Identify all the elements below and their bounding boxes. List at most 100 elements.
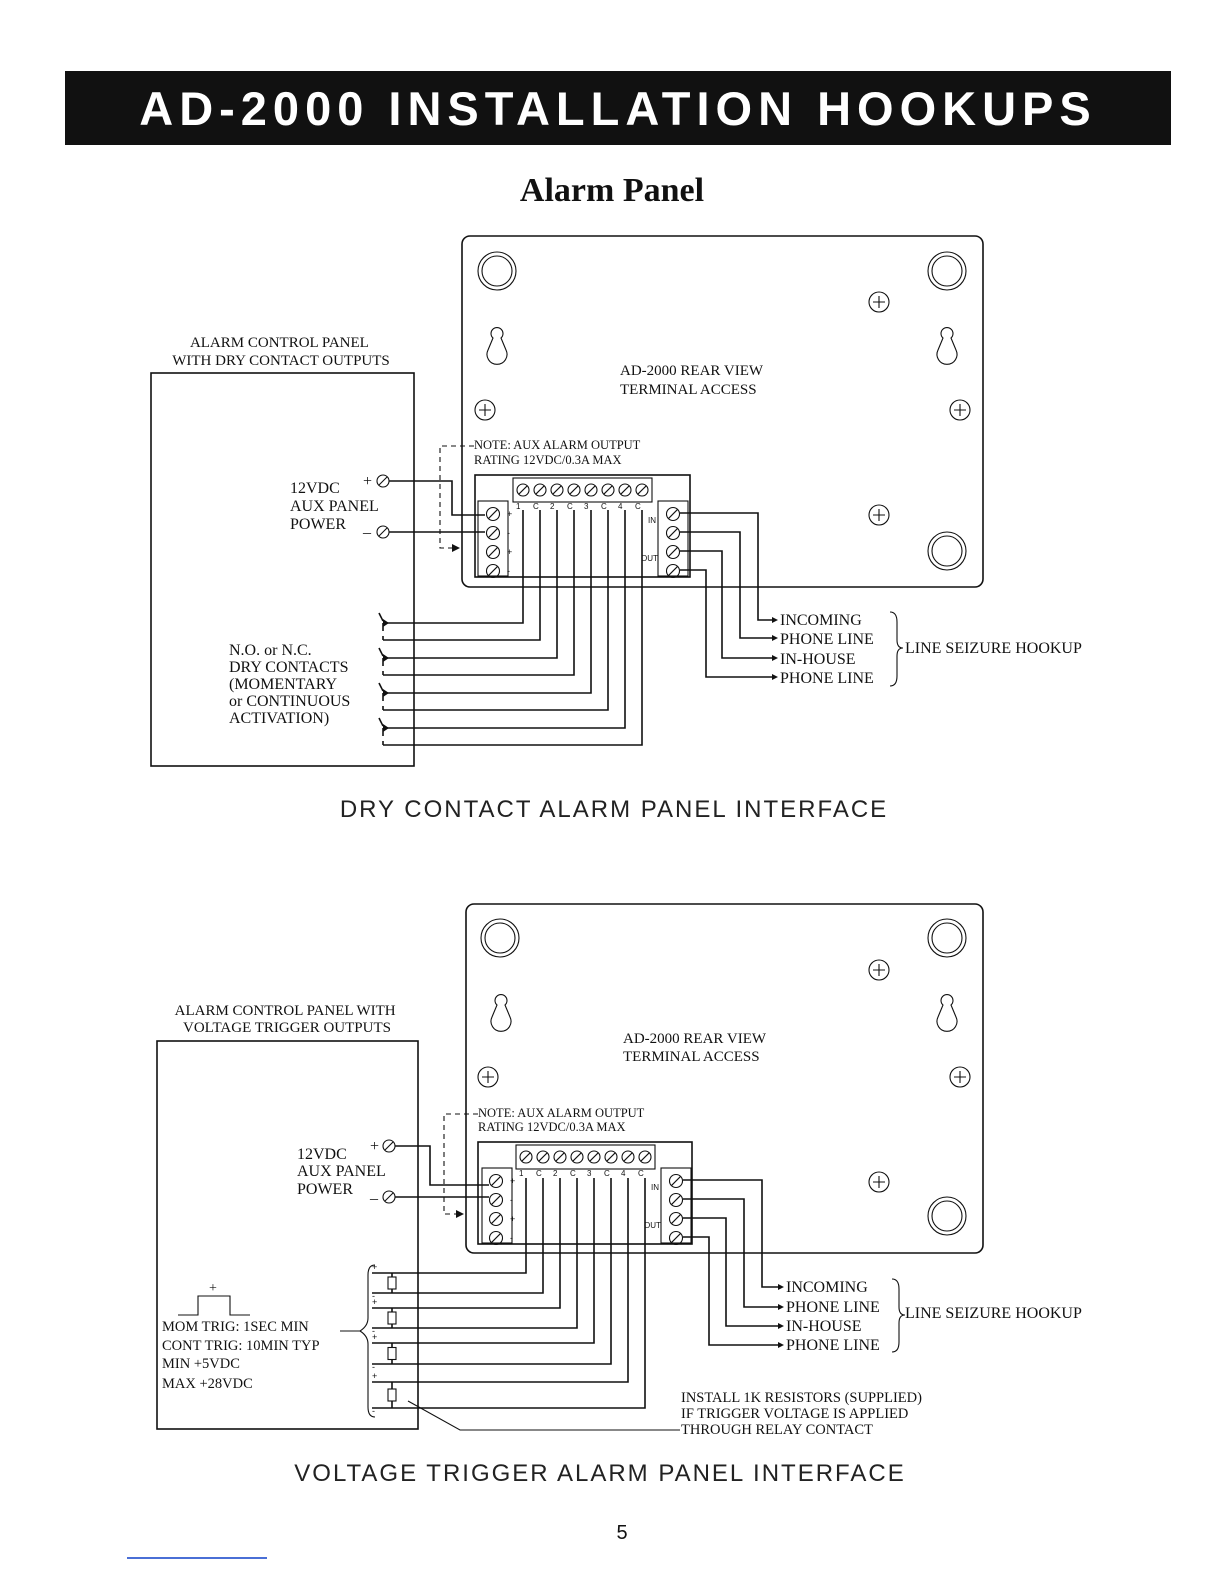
terminal-screw-icon [533, 483, 547, 497]
trigger-polarity-label: - [372, 1291, 375, 1301]
polarity-label: - [507, 528, 510, 538]
terminal-board [477, 1141, 693, 1245]
polarity-label: + [507, 509, 512, 519]
zone-terminal-label: C [570, 1169, 576, 1178]
zone-terminal-label: 3 [587, 1169, 592, 1178]
zone-wire [383, 510, 524, 624]
screw-icon [949, 399, 971, 421]
footer-rule [127, 1557, 267, 1559]
dry-contact-switch-icon [378, 612, 389, 640]
page-title-banner: AD-2000 INSTALLATION HOOKUPS [65, 71, 1171, 145]
rear-view-label: AD-2000 REAR VIEW TERMINAL ACCESS [623, 1031, 770, 1065]
terminal-screw-icon [635, 483, 649, 497]
out-label: OUT [644, 1221, 661, 1230]
zone-wire [372, 1178, 646, 1409]
zone-terminal-label: 4 [618, 502, 623, 511]
phone-line-labels: INCOMING PHONE LINE IN-HOUSE PHONE LINE [786, 1279, 884, 1354]
zone-wire [372, 1178, 527, 1274]
ad2000-housing [465, 903, 984, 1254]
zone-terminal-label: C [604, 1169, 610, 1178]
aux-output-note: NOTE: AUX ALARM OUTPUT RATING 12VDC/0.3A… [478, 1106, 647, 1134]
terminal-screw-icon [618, 483, 632, 497]
out-label: OUT [641, 554, 658, 563]
zone-wire [372, 1178, 544, 1294]
trigger-polarity-label: - [372, 1326, 375, 1336]
zone-wire [383, 510, 643, 746]
terminal-screw-icon [587, 1150, 601, 1164]
zone-wire [383, 510, 575, 676]
screw-icon [477, 1066, 499, 1088]
power-terminal-block [477, 500, 509, 577]
terminal-screw-icon [638, 1150, 652, 1164]
terminal-screw-icon [665, 506, 681, 522]
phone-wire [680, 531, 772, 639]
trigger-polarity-label: + [372, 1332, 377, 1342]
terminal-screw-icon [621, 1150, 635, 1164]
screw-icon [949, 1066, 971, 1088]
zone-wire [372, 1178, 629, 1383]
terminal-screw-icon [668, 1230, 684, 1246]
resistor-icon: +- [372, 1371, 397, 1416]
terminal-screw-icon [665, 563, 681, 579]
mounting-hole-icon [927, 251, 967, 291]
trigger-polarity-label: - [372, 1406, 375, 1416]
screw-icon [868, 1171, 890, 1193]
zone-terminal-label: C [536, 1169, 542, 1178]
page-number: 5 [616, 1522, 628, 1544]
terminal-screw-icon [488, 1173, 504, 1189]
polarity-label: - [507, 566, 510, 576]
terminal-screw-icon [519, 1150, 533, 1164]
trigger-polarity-label: - [372, 1362, 375, 1372]
screw-icon [868, 291, 890, 313]
zone-terminal-strip [515, 1144, 656, 1170]
zone-wire [372, 1178, 612, 1365]
phone-wire [683, 1236, 778, 1346]
terminal-screw-icon [536, 1150, 550, 1164]
terminal-board [474, 474, 691, 578]
phone-wire [683, 1198, 778, 1308]
keyhole-icon [936, 994, 958, 1032]
dry-contact-switch-icon [378, 717, 389, 745]
terminal-screw-icon [488, 1230, 504, 1246]
zone-wire [383, 510, 626, 729]
power-terminal-icon [376, 525, 390, 539]
polarity-label: + [507, 547, 512, 557]
control-panel-label: ALARM CONTROL PANEL WITH DRY CONTACT OUT… [172, 335, 390, 369]
dry-contact-switch-icon [378, 682, 389, 710]
trigger-polarity-label: + [372, 1371, 377, 1381]
diagram-caption: DRY CONTACT ALARM PANEL INTERFACE [340, 796, 888, 823]
zone-terminal-label: C [601, 502, 607, 511]
rear-view-label: AD-2000 REAR VIEW TERMINAL ACCESS [620, 363, 767, 398]
arrow-icon [778, 1284, 784, 1290]
arrow-icon [772, 617, 778, 623]
terminal-screw-icon [601, 483, 615, 497]
brace-icon [889, 611, 904, 687]
keyhole-icon [486, 327, 508, 365]
mounting-hole-icon [927, 531, 967, 571]
terminal-screw-icon [488, 1192, 504, 1208]
terminal-screw-icon [485, 563, 501, 579]
terminal-screw-icon [665, 525, 681, 541]
terminal-screw-icon [485, 506, 501, 522]
resistor-note: INSTALL 1K RESISTORS (SUPPLIED) IF TRIGG… [681, 1390, 926, 1438]
phone-terminal-block [657, 500, 689, 577]
zone-wire [372, 1178, 561, 1309]
arrow-icon [778, 1323, 784, 1329]
terminal-screw-icon [570, 1150, 584, 1164]
terminal-screw-icon [665, 544, 681, 560]
terminal-screw-icon [584, 483, 598, 497]
arrow-icon [772, 655, 778, 661]
plus-sign: + [370, 1138, 379, 1155]
mounting-hole-icon [927, 918, 967, 958]
note-leader [443, 1113, 478, 1215]
terminal-screw-icon [668, 1211, 684, 1227]
zone-wire [383, 510, 609, 711]
zone-terminal-strip [512, 477, 653, 503]
zone-terminal-label: C [635, 502, 641, 511]
power-label: 12VDC AUX PANEL POWER [297, 1146, 389, 1198]
zone-wire [383, 510, 558, 659]
zone-terminal-label: C [567, 502, 573, 511]
dry-contacts-label: N.O. or N.C. DRY CONTACTS (MOMENTARY or … [229, 642, 354, 727]
mounting-hole-icon [477, 251, 517, 291]
note-leader [439, 445, 474, 549]
